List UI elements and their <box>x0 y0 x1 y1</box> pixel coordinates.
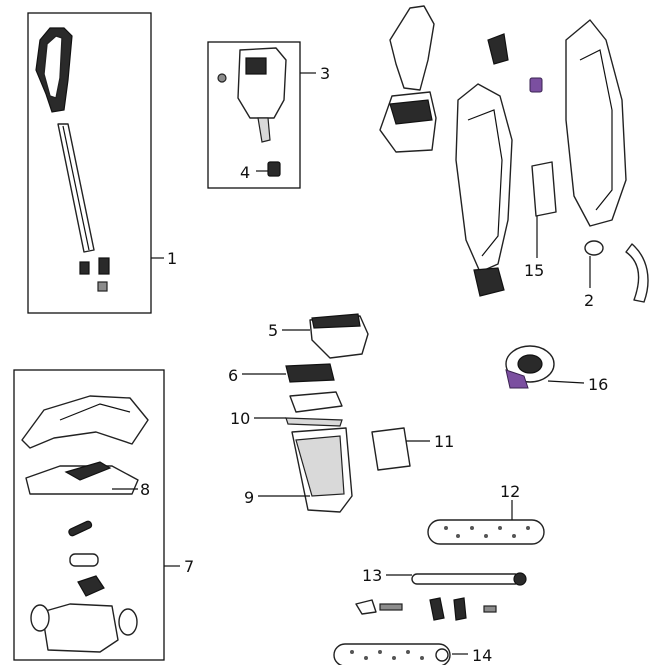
part-6-filter <box>285 363 335 383</box>
callout-9: 9 <box>244 488 254 507</box>
part-12-brushroll <box>427 519 545 545</box>
base-link <box>77 575 105 597</box>
part-10-seal <box>285 417 343 427</box>
base-wheel-left <box>30 604 50 632</box>
base-nozzle-tab <box>64 461 112 481</box>
part-16-motor <box>505 345 555 389</box>
callout-6: 6 <box>228 366 238 385</box>
cord-clip <box>267 161 281 177</box>
base-nozzle-8 <box>25 465 139 495</box>
callout-16: 16 <box>588 375 608 394</box>
tube-clip-left <box>79 261 90 275</box>
part-cord-assembly <box>207 41 301 189</box>
base-belt <box>68 520 93 537</box>
hose <box>625 243 649 303</box>
callout-13: 13 <box>362 566 382 585</box>
part-14-brushroll <box>333 643 451 665</box>
callout-14: 14 <box>472 646 492 665</box>
part-main-body <box>379 5 649 303</box>
switch-bracket <box>487 33 509 65</box>
switch-purple <box>529 77 543 93</box>
handle-grip-inner <box>43 35 63 99</box>
tube-screw <box>97 281 108 292</box>
callout-3: 3 <box>320 64 330 83</box>
cord-plug-face <box>245 57 267 75</box>
part-middle-column <box>285 313 411 513</box>
callout-7: 7 <box>184 557 194 576</box>
part-13-shaft <box>355 572 527 621</box>
callout-1: 1 <box>167 249 177 268</box>
callout-15: 15 <box>524 261 544 280</box>
cord-screw <box>217 73 227 83</box>
callout-11: 11 <box>434 432 454 451</box>
main-body-foot <box>473 267 505 297</box>
part-handle-assembly <box>27 12 152 314</box>
main-body-front <box>455 83 513 273</box>
tank-lid <box>289 391 343 413</box>
group-box-7 <box>13 369 165 661</box>
callout-8: 8 <box>140 480 150 499</box>
upper-handle <box>389 5 435 91</box>
callout-10: 10 <box>230 409 250 428</box>
main-body-rear <box>565 19 627 227</box>
part-9-tank-window <box>295 435 345 497</box>
leader-lines <box>112 72 591 655</box>
callout-12: 12 <box>500 482 520 501</box>
part-11-filter-insert <box>371 427 411 471</box>
base-wheel-right <box>118 608 138 636</box>
group-box-3 <box>207 41 301 189</box>
callout-5: 5 <box>268 321 278 340</box>
tube-clip-right <box>98 257 110 275</box>
cord-strain-relief <box>257 117 271 143</box>
part-5-top <box>311 313 361 329</box>
base-top-cover <box>21 395 149 449</box>
part-2-ring <box>584 240 604 256</box>
callout-2: 2 <box>584 291 594 310</box>
base-body <box>41 603 119 653</box>
upper-housing-dark <box>389 99 433 125</box>
group-box-1 <box>27 12 152 314</box>
base-motor-shaft <box>69 553 99 567</box>
callout-labels: 1 2 3 4 5 6 7 8 9 10 11 12 13 14 15 16 <box>140 64 608 665</box>
part-15-board <box>531 161 557 217</box>
callout-4: 4 <box>240 163 250 182</box>
part-base-assembly <box>13 369 165 661</box>
